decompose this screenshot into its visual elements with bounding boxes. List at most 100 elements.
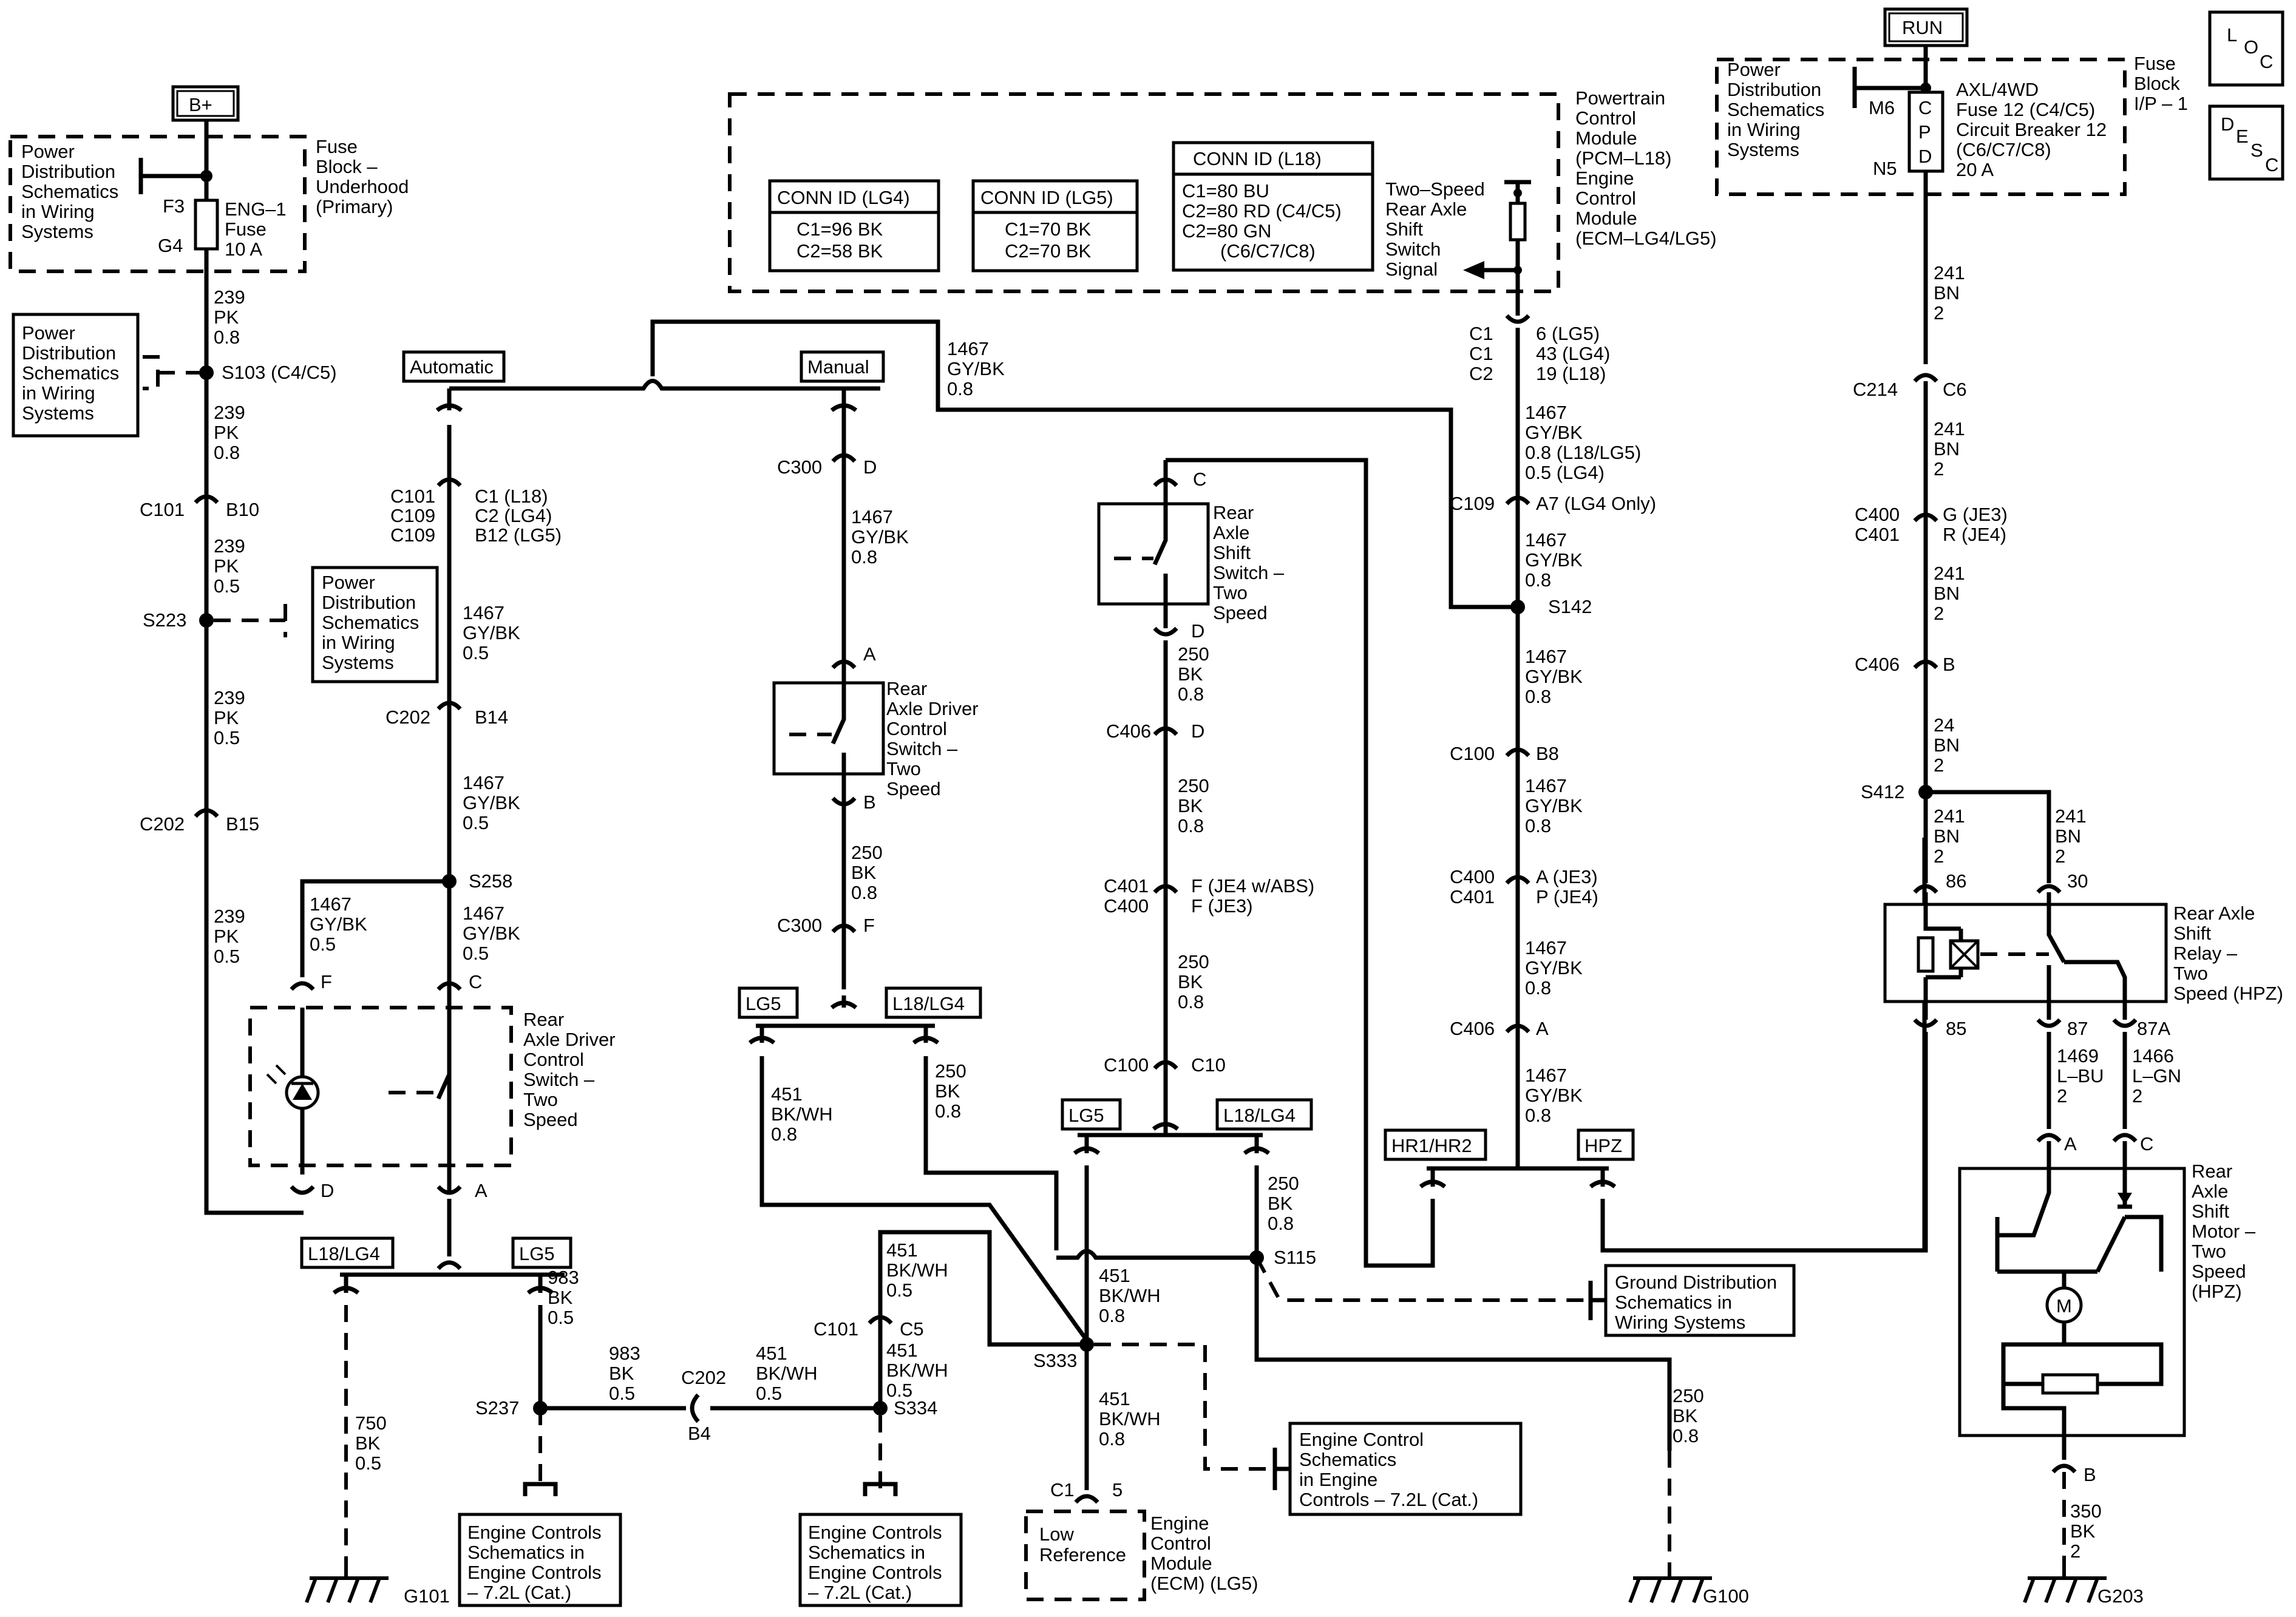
svg-text:B8: B8 — [1536, 743, 1559, 764]
svg-text:87A: 87A — [2137, 1018, 2170, 1039]
label-lg5-right: LG5 — [1061, 1098, 1122, 1131]
svg-text:BN: BN — [2055, 825, 2081, 847]
svg-text:S237: S237 — [475, 1397, 519, 1419]
svg-text:BK: BK — [2070, 1520, 2096, 1542]
svg-text:Control: Control — [1150, 1533, 1211, 1554]
svg-text:CONN ID (LG5): CONN ID (LG5) — [980, 187, 1113, 208]
svg-text:C5: C5 — [900, 1318, 924, 1340]
svg-text:0.5: 0.5 — [756, 1383, 782, 1404]
splice-s103 — [199, 365, 214, 380]
svg-text:GY/BK: GY/BK — [1525, 422, 1583, 443]
ref-box-ground-dist[interactable]: Ground Distribution Schematics in Wiring… — [1604, 1264, 1796, 1337]
svg-text:in Engine: in Engine — [1299, 1469, 1377, 1490]
svg-text:2: 2 — [1934, 846, 1944, 867]
ref-box-engine-controls-1[interactable]: Engine Controls Schematics in Engine Con… — [458, 1513, 622, 1607]
svg-text:Control: Control — [886, 718, 947, 739]
svg-text:C1: C1 — [1050, 1479, 1075, 1500]
label-lg5-mid: LG5 — [738, 986, 799, 1019]
svg-text:S333: S333 — [1033, 1350, 1077, 1371]
svg-text:0.5: 0.5 — [463, 642, 489, 663]
svg-text:Systems: Systems — [322, 652, 394, 673]
svg-text:Two: Two — [2173, 963, 2208, 984]
svg-text:Control: Control — [1575, 188, 1636, 209]
svg-text:Engine Controls: Engine Controls — [808, 1562, 942, 1583]
svg-text:BN: BN — [1934, 825, 1960, 847]
svg-text:BK: BK — [1178, 663, 1203, 685]
fuse-block-ip-label: Fuse Block I/P – 1 — [2134, 53, 2188, 114]
svg-text:451: 451 — [756, 1343, 787, 1364]
svg-text:CONN ID (LG4): CONN ID (LG4) — [777, 187, 910, 208]
svg-text:C401: C401 — [1450, 886, 1495, 907]
svg-text:ENG–1: ENG–1 — [225, 198, 287, 220]
fuse-block-underhood-label: Fuse Block – Underhood (Primary) — [316, 136, 409, 217]
svg-text:241: 241 — [1934, 563, 1965, 584]
svg-text:(ECM) (LG5): (ECM) (LG5) — [1150, 1573, 1258, 1594]
svg-text:G4: G4 — [158, 235, 183, 256]
ref-box-engine-controls-2[interactable]: Engine Controls Schematics in Engine Con… — [798, 1513, 963, 1607]
svg-text:Low: Low — [1039, 1524, 1074, 1545]
svg-text:C1: C1 — [1469, 343, 1493, 364]
svg-text:BK: BK — [548, 1287, 573, 1308]
desc-box[interactable]: D E S C — [2208, 104, 2284, 181]
svg-text:C100: C100 — [1104, 1054, 1149, 1076]
svg-text:239: 239 — [214, 402, 245, 423]
svg-text:0.5: 0.5 — [214, 946, 240, 967]
shift-switch-box — [1097, 502, 1210, 606]
conn-id-lg5: CONN ID (LG5) C1=70 BK C2=70 BK — [971, 179, 1139, 273]
svg-text:L–GN: L–GN — [2132, 1065, 2181, 1086]
ref-box-engine-control-ecm[interactable]: Engine Control Schematics in Engine Cont… — [1288, 1422, 1523, 1516]
svg-text:451: 451 — [771, 1083, 803, 1105]
svg-text:Controls – 7.2L (Cat.): Controls – 7.2L (Cat.) — [1299, 1489, 1478, 1510]
svg-text:in Wiring: in Wiring — [22, 382, 95, 404]
pcm-ecm-outline — [728, 92, 1560, 293]
ground-g101: G101 — [305, 1566, 450, 1607]
svg-text:BN: BN — [1934, 282, 1960, 303]
shift-switch-label: Rear Axle Shift Switch – Two Speed — [1213, 502, 1285, 623]
svg-text:C1: C1 — [1469, 323, 1493, 344]
svg-text:Systems: Systems — [21, 221, 93, 242]
svg-text:B15: B15 — [226, 813, 259, 835]
svg-text:Shift: Shift — [2173, 923, 2211, 944]
svg-text:Engine Controls: Engine Controls — [467, 1522, 602, 1543]
svg-text:241: 241 — [1934, 418, 1965, 439]
svg-text:Schematics in: Schematics in — [808, 1542, 925, 1563]
svg-text:C10: C10 — [1191, 1054, 1226, 1076]
svg-text:0.8: 0.8 — [1178, 683, 1204, 705]
loc-c: C — [2260, 51, 2273, 72]
svg-text:Module: Module — [1575, 127, 1637, 149]
ref-box-power-dist-3[interactable]: Power Distribution Schematics in Wiring … — [311, 566, 439, 683]
ref-box-power-dist-1[interactable]: Power Distribution Schematics in Wiring … — [21, 141, 118, 242]
svg-text:C2: C2 — [1469, 363, 1493, 384]
svg-text:C401: C401 — [1855, 524, 1900, 545]
svg-text:C202: C202 — [681, 1367, 726, 1388]
svg-text:S258: S258 — [469, 870, 512, 892]
svg-text:1466: 1466 — [2132, 1045, 2174, 1066]
svg-text:S223: S223 — [143, 609, 186, 631]
svg-text:BK/WH: BK/WH — [886, 1259, 948, 1281]
switch-automatic-label: Rear Axle Driver Control Switch – Two Sp… — [523, 1009, 616, 1130]
loc-box[interactable]: L O C — [2208, 10, 2284, 87]
svg-text:M6: M6 — [1869, 97, 1895, 118]
eng1-fuse — [194, 198, 219, 251]
svg-text:G (JE3): G (JE3) — [1943, 504, 2008, 525]
desc-d: D — [2221, 114, 2234, 135]
splice-s333 — [1079, 1337, 1094, 1352]
svg-text:BK/WH: BK/WH — [1099, 1285, 1161, 1306]
svg-text:BN: BN — [1934, 734, 1960, 756]
svg-text:1467: 1467 — [1525, 529, 1567, 551]
svg-text:0.8 (L18/LG5): 0.8 (L18/LG5) — [1525, 442, 1641, 463]
svg-text:1467: 1467 — [1525, 402, 1567, 423]
ref-box-power-dist-4[interactable]: Power Distribution Schematics in Wiring … — [1727, 59, 1824, 160]
svg-text:2: 2 — [1934, 458, 1944, 480]
svg-text:A: A — [475, 1180, 487, 1201]
svg-text:B14: B14 — [475, 707, 508, 728]
run-source: RUN — [1883, 7, 1969, 47]
svg-text:750: 750 — [355, 1412, 387, 1434]
ref-box-power-dist-2[interactable]: Power Distribution Schematics in Wiring … — [12, 313, 140, 438]
svg-text:BK/WH: BK/WH — [886, 1360, 948, 1381]
svg-text:B10: B10 — [226, 499, 259, 520]
svg-text:0.5: 0.5 — [310, 934, 336, 955]
svg-text:983: 983 — [548, 1267, 579, 1288]
svg-text:2: 2 — [2070, 1541, 2080, 1562]
